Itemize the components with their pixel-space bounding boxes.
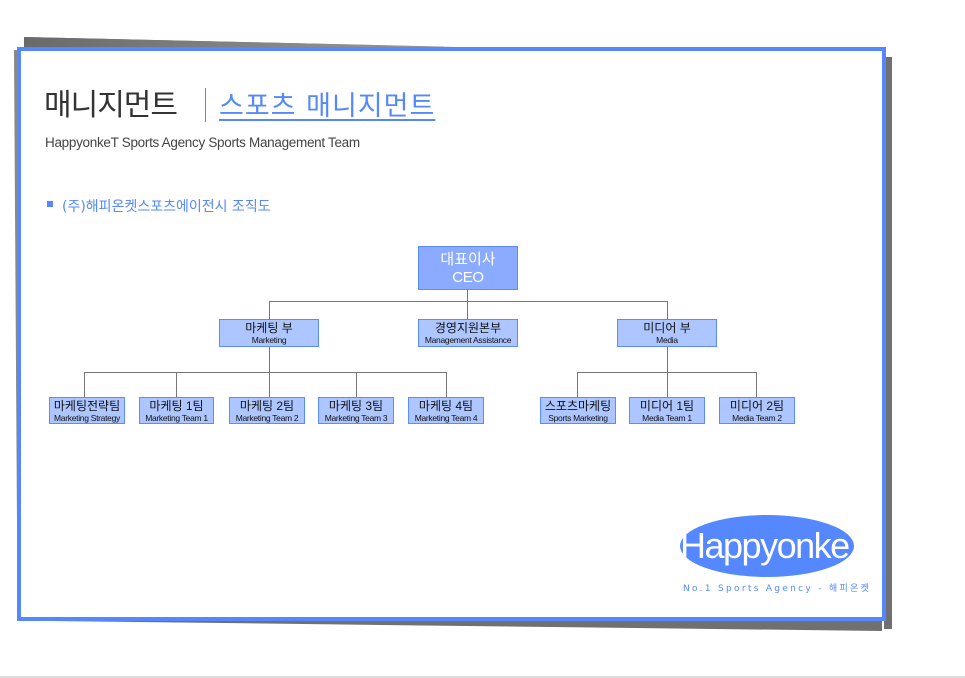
org-connector: [667, 301, 668, 319]
page-title: 매니지먼트: [44, 88, 178, 123]
node-label-en: Marketing: [251, 335, 287, 345]
org-connector: [577, 372, 757, 373]
node-label-ko: 미디어 1팀: [639, 399, 695, 413]
title-divider: [205, 88, 206, 122]
org-connector: [269, 346, 270, 397]
node-label-ko: 미디어 2팀: [729, 399, 785, 413]
node-label-en: CEO: [452, 269, 484, 286]
node-label-en: Marketing Team 1: [145, 413, 208, 423]
page-tagline: HappyonkeT Sports Agency Sports Manageme…: [45, 135, 360, 150]
node-label-ko: 미디어 부: [643, 321, 691, 335]
org-connector: [467, 289, 468, 319]
page-subtitle: 스포츠 매니지먼트: [219, 91, 436, 122]
org-connector: [84, 372, 447, 373]
org-connector: [176, 372, 177, 397]
node-label-en: Marketing Team 2: [235, 413, 299, 423]
frame-shadow: [884, 57, 892, 629]
org-connector: [269, 301, 270, 319]
node-label-ko: 마케팅 4팀: [418, 399, 474, 413]
node-label-en: Sports Marketing: [548, 413, 608, 423]
org-connector: [577, 372, 578, 397]
org-node-ceo: 대표이사 CEO: [418, 246, 518, 290]
org-connector: [667, 346, 668, 397]
node-label-en: Media Team 1: [642, 413, 692, 423]
org-connector: [446, 372, 447, 397]
node-label-en: Media: [656, 335, 678, 345]
company-logo: HappyonkeT: [680, 515, 871, 577]
node-label-ko: 마케팅 부: [245, 321, 293, 335]
node-label-en: Marketing Strategy: [54, 413, 120, 423]
node-label-ko: 경영지원본부: [434, 321, 502, 335]
org-connector: [269, 301, 668, 302]
node-label-ko: 마케팅 1팀: [149, 399, 204, 413]
org-connector: [84, 372, 85, 397]
node-label-ko: 마케팅 3팀: [328, 399, 384, 413]
node-label-ko: 대표이사: [440, 251, 496, 268]
node-label-ko: 마케팅전략팀: [53, 399, 121, 413]
divider: [0, 676, 965, 678]
logo-tagline: No.1 Sports Agency - 해피온켓: [683, 584, 872, 594]
org-connector: [756, 372, 757, 397]
node-label-en: Marketing Team 4: [414, 413, 478, 423]
org-connector: [356, 372, 357, 397]
node-label-ko: 스포츠마케팅: [544, 399, 612, 413]
node-label-en: Marketing Team 3: [324, 413, 388, 423]
node-label-ko: 마케팅 2팀: [239, 399, 295, 413]
section-title: (주)해피온켓스포츠에이전시 조직도: [62, 199, 271, 215]
node-label-en: Management Assistance: [424, 335, 512, 345]
bullet-icon: [47, 201, 53, 207]
node-label-en: Media Team 2: [732, 413, 782, 423]
